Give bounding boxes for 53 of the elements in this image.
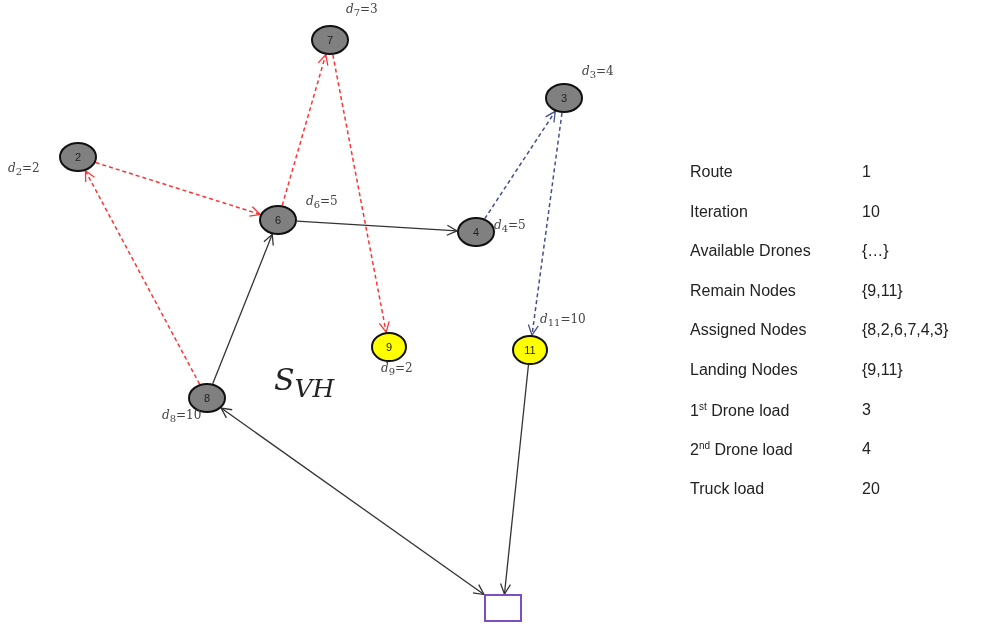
depot-square bbox=[484, 594, 522, 622]
node-number: 6 bbox=[274, 214, 282, 226]
demand-label: d$_{8}$=10 bbox=[162, 408, 202, 425]
table-value: {8,2,6,7,4,3} bbox=[862, 321, 949, 340]
graph-node bbox=[371, 332, 407, 362]
table-key: Truck load bbox=[690, 479, 765, 498]
graph-node bbox=[512, 335, 548, 365]
table-key: Assigned Nodes bbox=[690, 321, 807, 340]
node-number: 11 bbox=[524, 344, 536, 356]
table-value: 1 bbox=[862, 163, 871, 181]
table-value: {…} bbox=[862, 242, 889, 261]
node-number: 4 bbox=[472, 226, 480, 238]
node-number: 7 bbox=[326, 34, 334, 46]
demand-label: d$_{4}$=5 bbox=[494, 218, 526, 235]
table-value: {9,11} bbox=[862, 361, 903, 379]
arrow bbox=[296, 220, 458, 236]
node-number: 2 bbox=[74, 151, 82, 163]
arrow bbox=[220, 407, 485, 596]
demand-label: d$_{6}$=5 bbox=[306, 194, 338, 211]
demand-label: d$_{7}$=3 bbox=[346, 2, 378, 19]
table-key: 1$^{st}$ Drone load bbox=[690, 400, 790, 420]
graph-node bbox=[59, 142, 97, 172]
node-number: 8 bbox=[203, 392, 211, 404]
arrow bbox=[499, 364, 530, 595]
table-key: Remain Nodes bbox=[690, 281, 796, 300]
arrow bbox=[484, 110, 556, 220]
graph-node bbox=[311, 25, 349, 55]
node-number: 9 bbox=[385, 341, 393, 353]
graph-node bbox=[545, 83, 583, 113]
demand-label: d$_{3}$=4 bbox=[582, 64, 614, 81]
demand-label: d$_{9}$=2 bbox=[381, 361, 413, 378]
table-key: Iteration bbox=[690, 202, 748, 221]
set-label: S$_{VH}$ bbox=[274, 362, 335, 403]
arrow bbox=[84, 170, 201, 385]
table-key: 2$^{nd}$ Drone load bbox=[690, 440, 793, 460]
table-value: 20 bbox=[862, 479, 880, 498]
table-value: 3 bbox=[862, 400, 871, 419]
table-key: Route bbox=[690, 163, 733, 181]
arrow bbox=[212, 233, 274, 385]
table-value: 4 bbox=[862, 440, 871, 459]
arrow bbox=[281, 53, 329, 207]
table-value: {9,11} bbox=[862, 281, 903, 300]
node-number: 3 bbox=[560, 92, 568, 104]
arrow bbox=[94, 161, 262, 217]
demand-label: d$_{11}$=10 bbox=[540, 312, 586, 329]
demand-label: d$_{2}$=2 bbox=[8, 161, 40, 178]
graph-node bbox=[259, 205, 297, 235]
arrow bbox=[332, 54, 390, 333]
table-key: Landing Nodes bbox=[690, 361, 798, 379]
table-key: Available Drones bbox=[690, 242, 811, 261]
table-value: 10 bbox=[862, 202, 880, 221]
arrow bbox=[527, 112, 563, 336]
graph-node bbox=[457, 217, 495, 247]
